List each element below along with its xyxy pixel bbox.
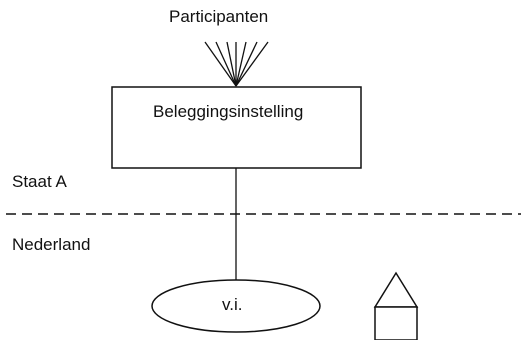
vi-label: v.i. xyxy=(222,295,243,314)
state-a-label: Staat A xyxy=(12,172,67,191)
entity-box xyxy=(111,86,362,169)
participant-line xyxy=(204,41,237,87)
vi-ellipse xyxy=(151,279,321,333)
participant-line xyxy=(226,41,237,87)
house-icon xyxy=(373,271,419,340)
participant-line xyxy=(215,41,237,87)
participant-line xyxy=(235,41,258,87)
entity-label: Beleggingsinstelling xyxy=(153,102,304,121)
netherlands-label: Nederland xyxy=(12,235,91,254)
participants-label: Participanten xyxy=(169,7,269,26)
participant-line xyxy=(235,41,269,87)
participant-lines xyxy=(204,41,269,87)
participant-line xyxy=(235,41,247,87)
